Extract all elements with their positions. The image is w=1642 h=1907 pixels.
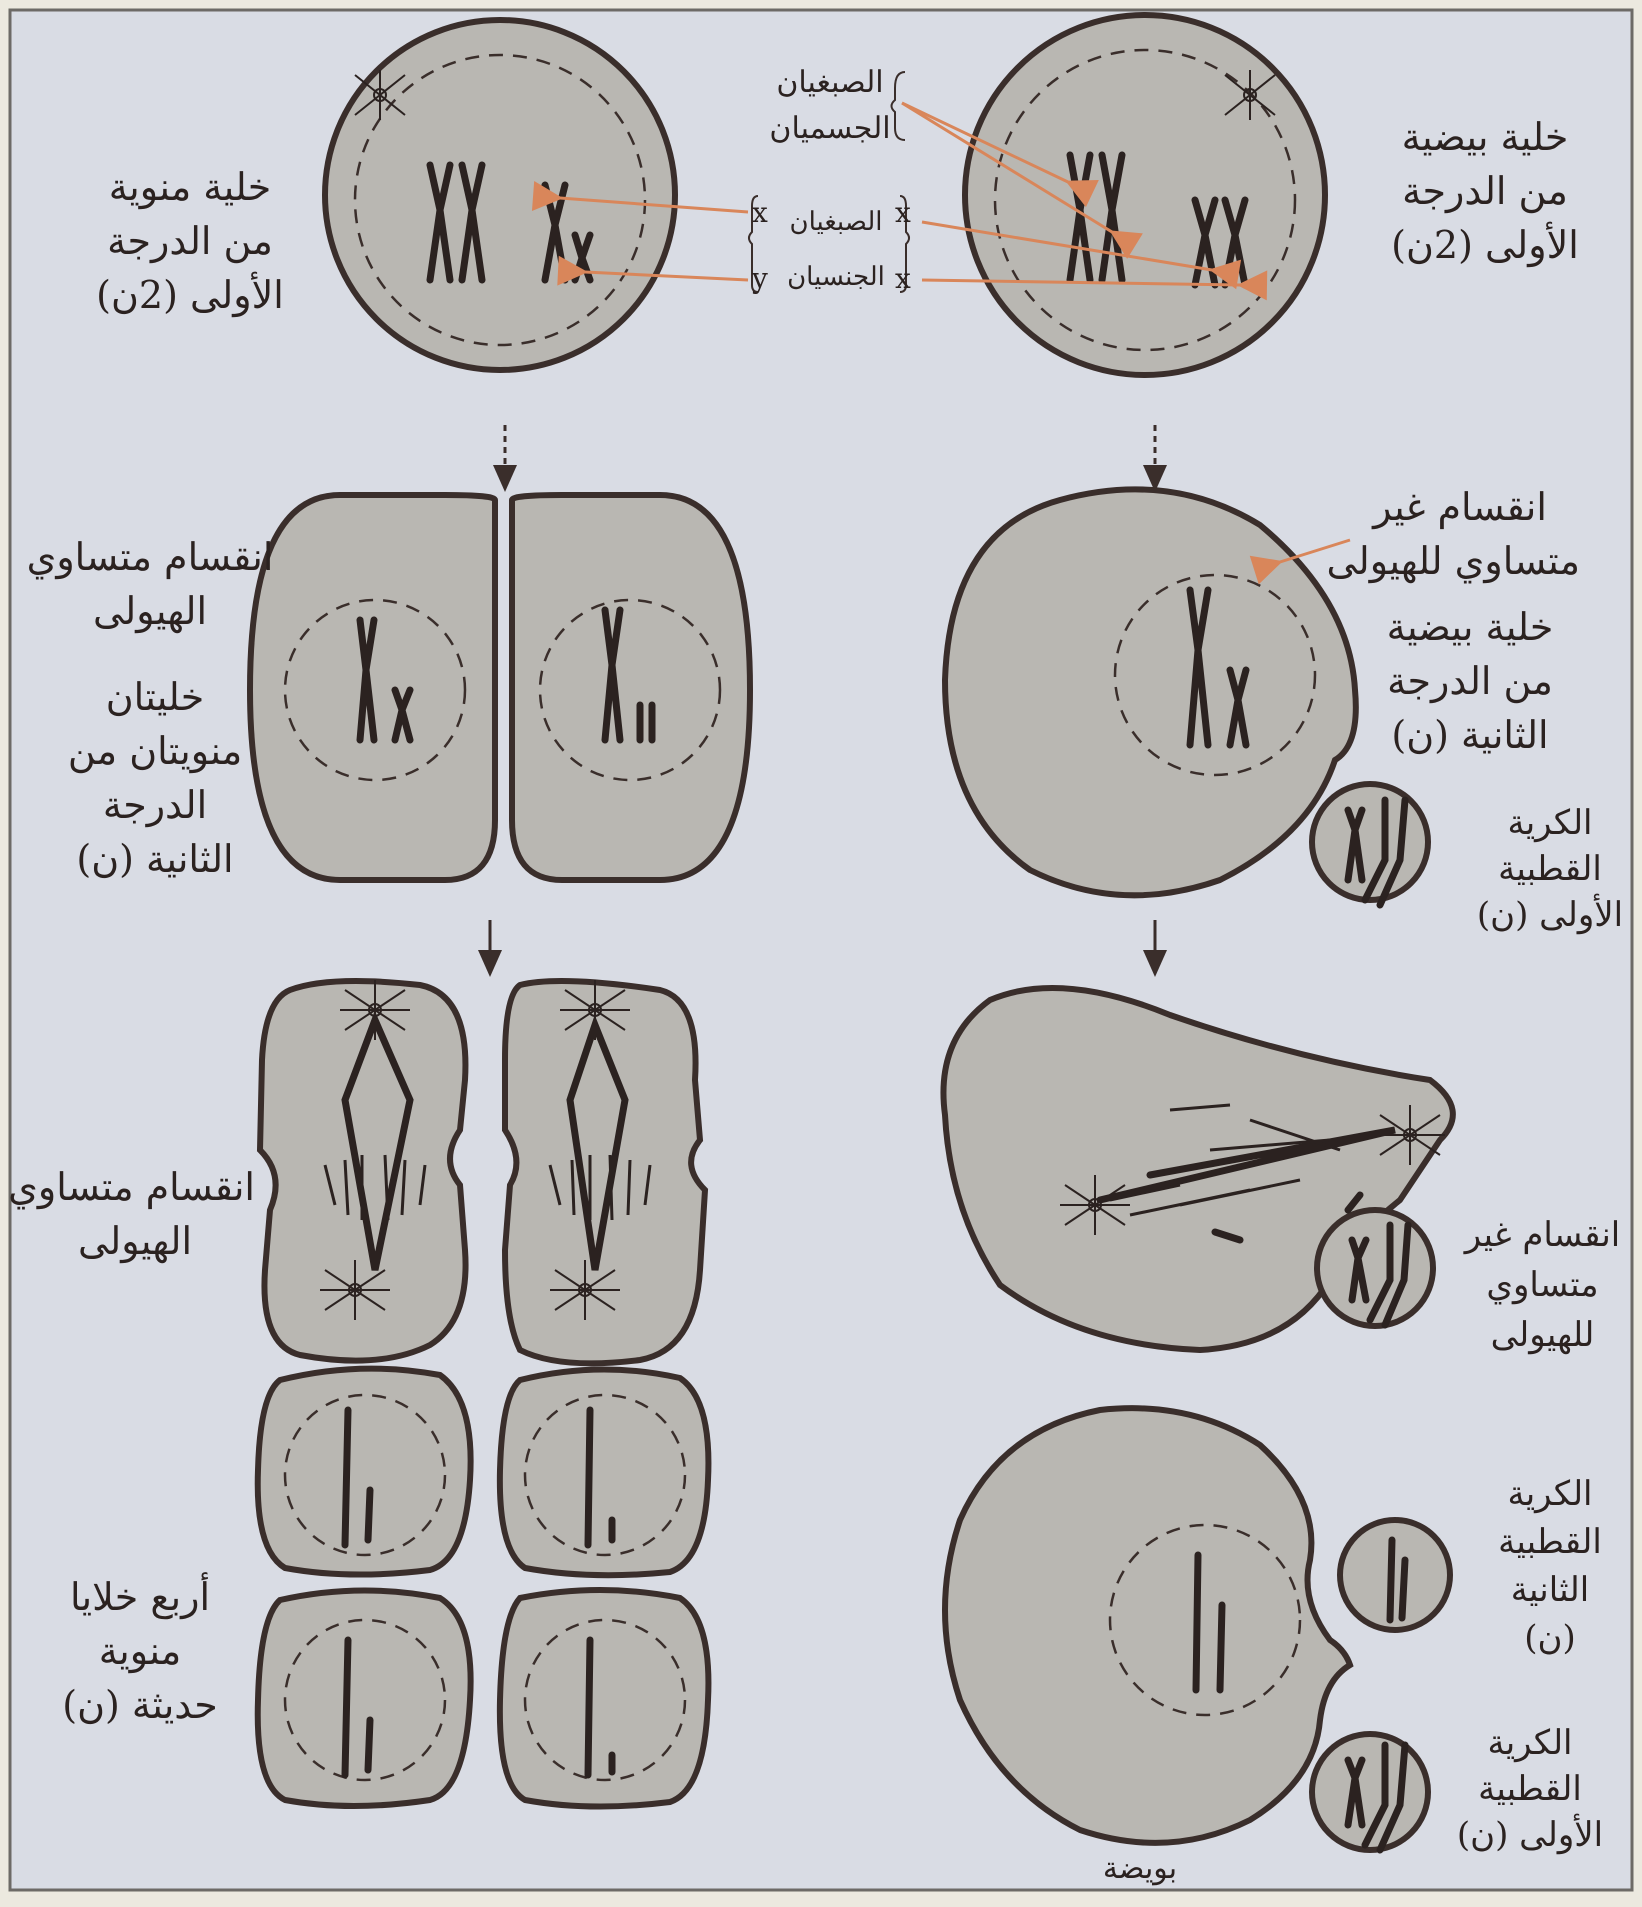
spermatid-1 xyxy=(258,1369,471,1575)
spermatid-2 xyxy=(500,1369,709,1575)
primary-oocyte xyxy=(965,15,1325,375)
second-polar-body xyxy=(1340,1520,1450,1630)
spermatid-4 xyxy=(500,1590,709,1807)
egg-letter-x1: x xyxy=(895,196,911,229)
spermatid-3 xyxy=(258,1590,471,1806)
secondary-spermatocyte-right xyxy=(512,495,750,880)
secondary-spermatocyte-left xyxy=(250,495,495,880)
dividing-spermatocyte-right xyxy=(505,981,705,1363)
sperm-letter-x: x xyxy=(752,196,768,229)
egg-letter-x2: x xyxy=(895,262,911,295)
primary-spermatocyte xyxy=(325,20,675,370)
label-sex-chromosomes-top: الصبغيان xyxy=(776,203,896,241)
sperm-letter-y: y xyxy=(752,262,768,295)
label-sex-chromosomes-bottom: الجنسيان xyxy=(776,258,896,296)
label-ovum: بويضة xyxy=(1050,1850,1230,1888)
